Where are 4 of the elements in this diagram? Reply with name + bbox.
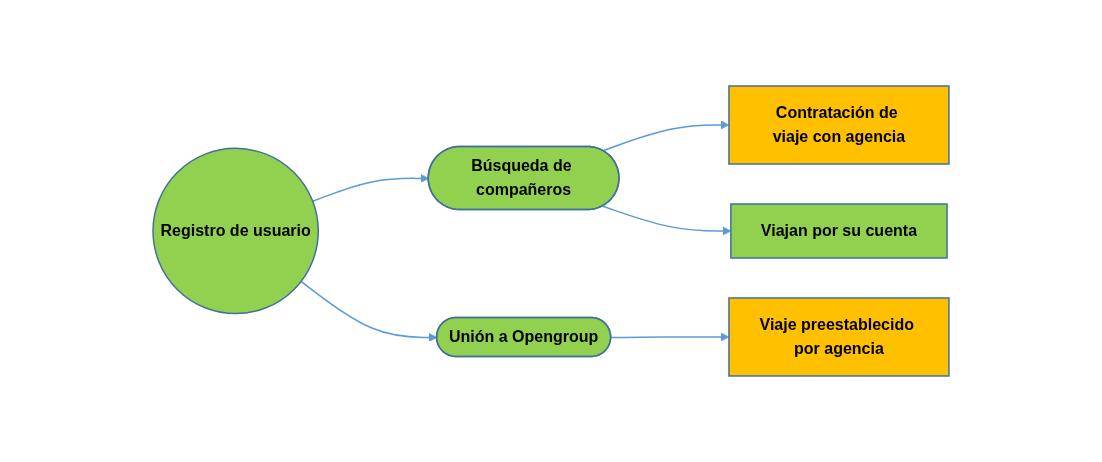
node-box: Contratación de viaje con agencia [728, 85, 950, 165]
node-circle: Registro de usuario [152, 147, 319, 315]
node-box: Viaje preestablecido por agencia [728, 297, 950, 377]
node-box: Viajan por su cuenta [730, 203, 948, 259]
